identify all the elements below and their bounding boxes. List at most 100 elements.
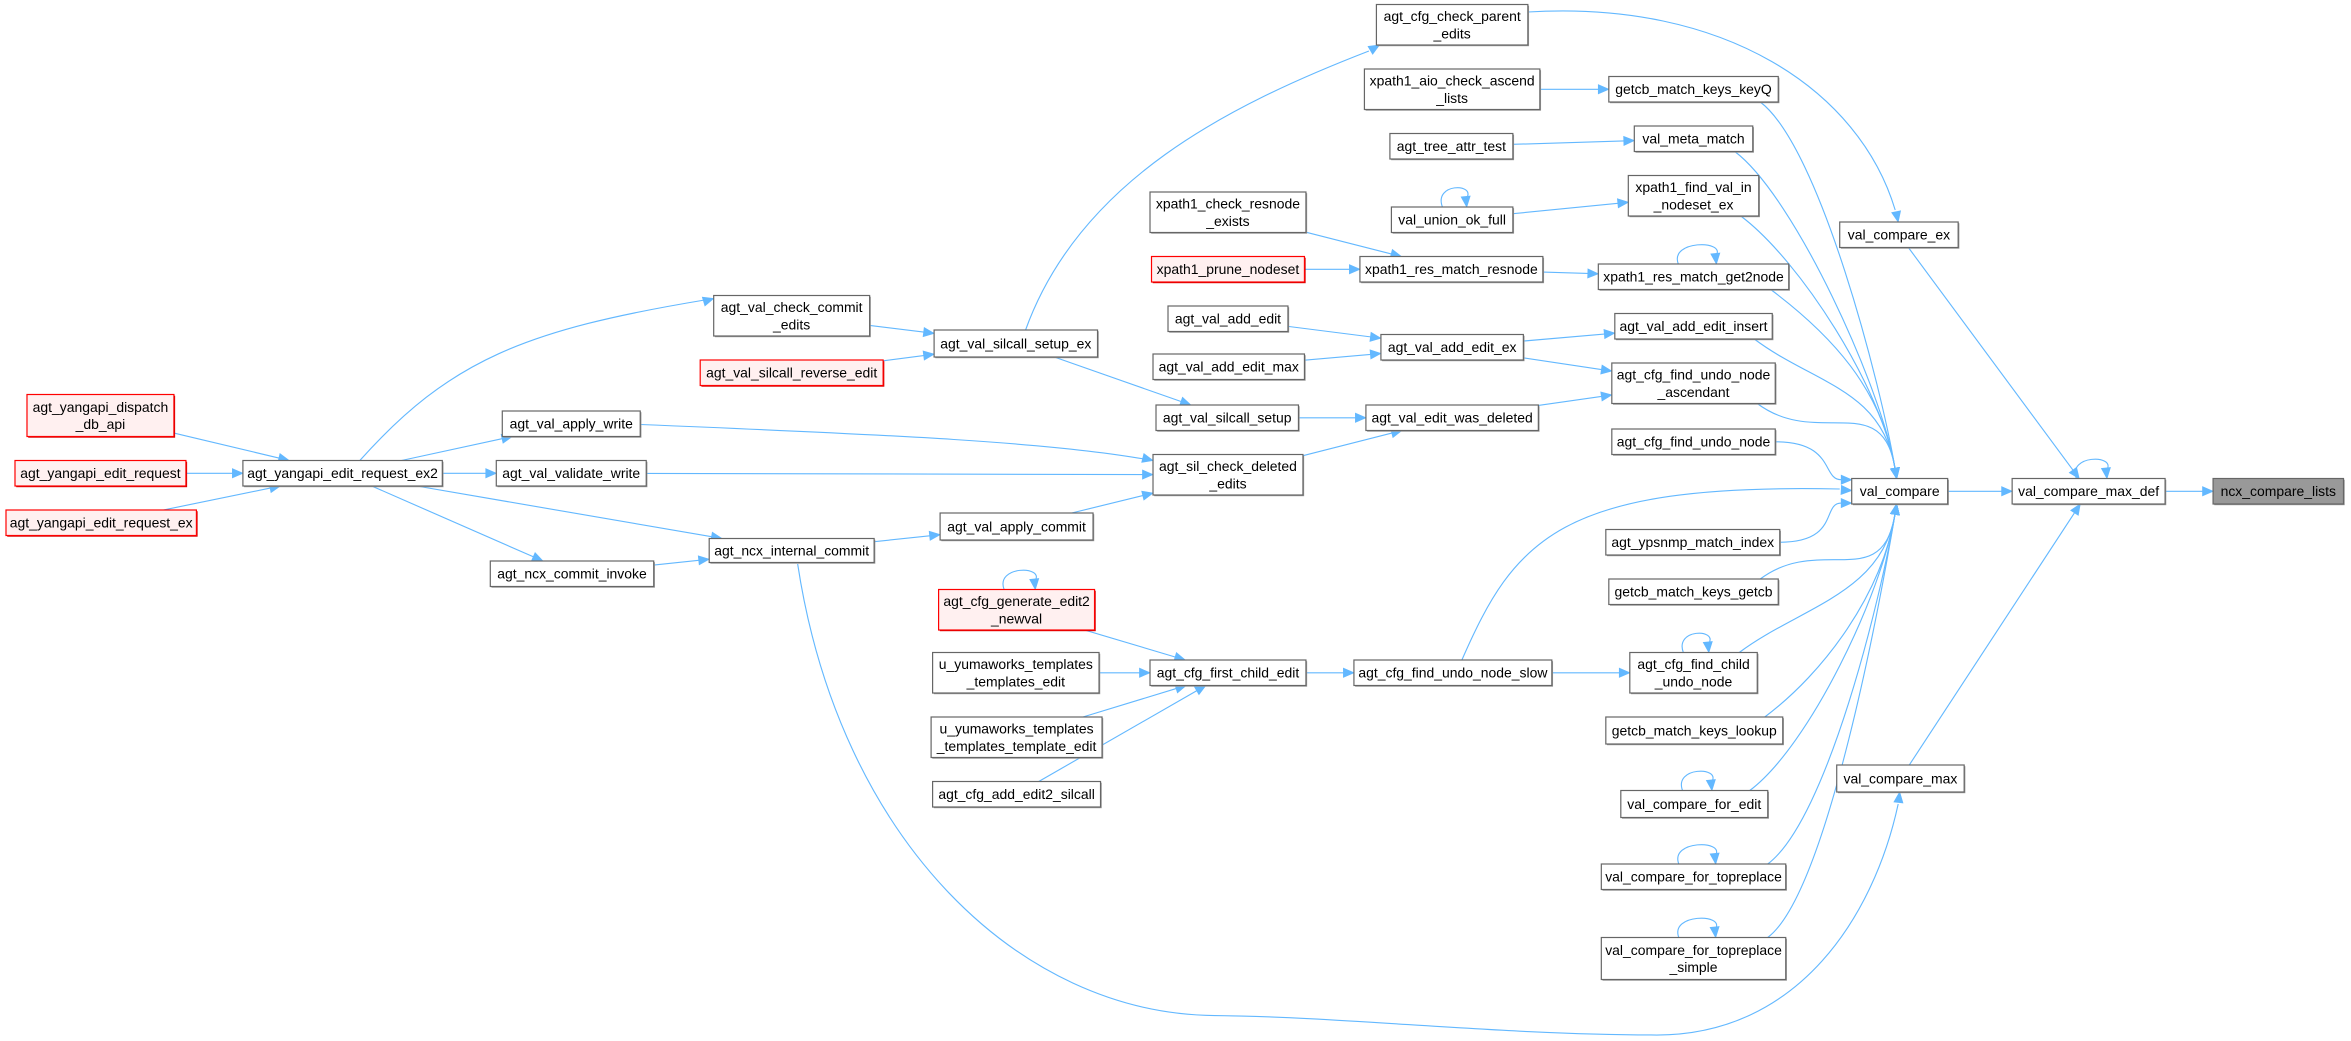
node-label: val_compare — [1860, 483, 1940, 499]
node-val-compare-max-def[interactable]: val_compare_max_def — [2011, 477, 2167, 506]
node-u-yumaworks-templates-templates-template-edit[interactable]: u_yumaworks_templates_templates_template… — [930, 716, 1104, 759]
node-ncx-compare-lists[interactable]: ncx_compare_lists — [2212, 477, 2345, 506]
node-agt-val-silcall-reverse-edit[interactable]: agt_val_silcall_reverse_edit — [699, 359, 885, 387]
node-box — [708, 537, 875, 564]
node-box — [1380, 333, 1524, 361]
node-xpath1-find-val-in-nodeset-ex[interactable]: xpath1_find_val_in_nodeset_ex — [1627, 174, 1760, 218]
node-box — [489, 560, 655, 588]
node-getcb-match-keys-getcb[interactable]: getcb_match_keys_getcb — [1608, 578, 1780, 606]
edge-agt_yangapi_edit_request_ex2-to-agt_ncx_commit_invoke — [371, 485, 534, 558]
arrowhead-icon — [2202, 486, 2215, 497]
node-getcb-match-keys-lookup[interactable]: getcb_match_keys_lookup — [1605, 716, 1784, 746]
node-agt-ncx-commit-invoke[interactable]: agt_ncx_commit_invoke — [489, 560, 655, 588]
node-box — [1611, 428, 1776, 456]
arrowhead-icon — [1343, 667, 1355, 678]
node-box — [932, 780, 1102, 808]
node-xpath1-res-match-get2node[interactable]: xpath1_res_match_get2node — [1597, 263, 1790, 291]
node-agt-val-silcall-setup[interactable]: agt_val_silcall_setup — [1155, 404, 1300, 432]
arrowhead-icon — [1840, 498, 1853, 509]
edge-agt_cfg_find_child_undo_node-to-val_compare — [1738, 514, 1896, 653]
node-label: val_compare_max_def — [2018, 483, 2159, 499]
node-label: agt_val_add_edit_max — [1159, 359, 1299, 375]
node-label: agt_cfg_generate_edit2 — [943, 593, 1090, 609]
node-xpath1-check-resnode-exists[interactable]: xpath1_check_resnode_exists — [1149, 191, 1308, 234]
node-getcb-match-keys-keyQ[interactable]: getcb_match_keys_keyQ — [1608, 75, 1780, 104]
node-val-compare-for-topreplace[interactable]: val_compare_for_topreplace — [1600, 863, 1787, 891]
node-box — [1605, 716, 1784, 745]
edge-agt_cfg_check_parent_edits-to-val_compare_ex — [1527, 10, 1896, 211]
node-val-union-ok-full[interactable]: val_union_ok_full — [1390, 206, 1515, 234]
node-label: xpath1_res_match_get2node — [1603, 269, 1784, 285]
node-xpath1-prune-nodeset[interactable]: xpath1_prune_nodeset — [1150, 255, 1306, 284]
node-label: ncx_compare_lists — [2221, 483, 2336, 499]
arrowhead-icon — [1891, 210, 1902, 223]
node-label: xpath1_prune_nodeset — [1157, 261, 1300, 277]
arrowhead-icon — [1142, 469, 1154, 480]
node-agt-cfg-first-child-edit[interactable]: agt_cfg_first_child_edit — [1149, 659, 1308, 687]
node-agt-ypsnmp-match-index[interactable]: agt_ypsnmp_match_index — [1605, 528, 1781, 557]
node-xpath1-res-match-resnode[interactable]: xpath1_res_match_resnode — [1359, 255, 1545, 284]
arrowhead-icon — [1893, 791, 1904, 804]
node-label: agt_val_silcall_setup — [1163, 410, 1292, 426]
node-label: _ascendant — [1656, 384, 1729, 400]
node-agt-cfg-add-edit2-silcall[interactable]: agt_cfg_add_edit2_silcall — [932, 780, 1102, 809]
node-box — [1375, 3, 1529, 46]
node-agt-cfg-find-undo-node-slow[interactable]: agt_cfg_find_undo_node_slow — [1353, 659, 1554, 687]
node-agt-ncx-internal-commit[interactable]: agt_ncx_internal_commit — [708, 537, 876, 564]
arrowhead-icon — [1141, 490, 1154, 501]
node-box — [1608, 578, 1779, 606]
node-u-yumaworks-templates-templates-edit[interactable]: u_yumaworks_templates_templates_edit — [932, 651, 1101, 695]
node-label: getcb_match_keys_keyQ — [1615, 81, 1772, 97]
node-agt-cfg-find-child-undo-node[interactable]: agt_cfg_find_child_undo_node — [1629, 651, 1759, 695]
edge-agt_yangapi_edit_request_ex2-to-agt_ncx_internal_commit — [416, 485, 712, 538]
node-box — [1359, 255, 1544, 283]
node-label: agt_yangapi_edit_request_ex — [10, 515, 193, 531]
node-agt-sil-check-deleted-edits[interactable]: agt_sil_check_deleted_edits — [1152, 453, 1305, 497]
node-agt-yangapi-edit-request-ex2[interactable]: agt_yangapi_edit_request_ex2 — [242, 459, 444, 488]
node-agt-val-validate-write[interactable]: agt_val_validate_write — [495, 459, 648, 488]
node-label: _newval — [990, 610, 1042, 626]
node-agt-val-add-edit[interactable]: agt_val_add_edit — [1167, 305, 1290, 333]
node-agt-val-add-edit-insert[interactable]: agt_val_add_edit_insert — [1614, 312, 1774, 341]
node-label: _lists — [1435, 90, 1468, 106]
arrowhead-icon — [1367, 44, 1381, 55]
node-box — [1597, 263, 1790, 291]
node-val-compare-ex[interactable]: val_compare_ex — [1839, 221, 1960, 249]
edge-agt_cfg_find_undo_node_slow-to-val_compare — [1461, 488, 1840, 661]
node-box — [1150, 255, 1306, 283]
node-agt-yangapi-edit-request[interactable]: agt_yangapi_edit_request — [14, 459, 188, 488]
node-val-compare-for-edit[interactable]: val_compare_for_edit — [1620, 789, 1769, 819]
node-agt-val-edit-was-deleted[interactable]: agt_val_edit_was_deleted — [1365, 404, 1540, 432]
node-agt-cfg-find-undo-node-ascendant[interactable]: agt_cfg_find_undo_node_ascendant — [1611, 362, 1777, 405]
node-label: agt_yangapi_edit_request — [20, 465, 181, 481]
node-agt-val-add-edit-ex[interactable]: agt_val_add_edit_ex — [1380, 333, 1525, 362]
node-agt-val-apply-commit[interactable]: agt_val_apply_commit — [939, 512, 1095, 542]
node-box — [2212, 477, 2345, 505]
node-box — [1152, 453, 1304, 496]
node-box — [1614, 312, 1773, 340]
node-box — [699, 359, 884, 387]
node-agt-val-silcall-setup-ex[interactable]: agt_val_silcall_setup_ex — [933, 329, 1099, 359]
node-agt-val-check-commit-edits[interactable]: agt_val_check_commit_edits — [713, 294, 871, 338]
node-agt-yangapi-dispatch-db-api[interactable]: agt_yangapi_dispatch_db_api — [26, 393, 176, 438]
node-box — [1839, 221, 1959, 249]
node-box — [932, 651, 1100, 694]
node-label: agt_sil_check_deleted — [1159, 458, 1297, 474]
node-agt-cfg-check-parent-edits[interactable]: agt_cfg_check_parent_edits — [1375, 3, 1530, 47]
node-agt-val-add-edit-max[interactable]: agt_val_add_edit_max — [1152, 353, 1306, 381]
edge-agt_val_silcall_setup_ex-to-agt_cfg_check_parent_edits — [1025, 50, 1370, 331]
node-agt-yangapi-edit-request-ex[interactable]: agt_yangapi_edit_request_ex — [5, 509, 198, 537]
node-val-compare[interactable]: val_compare — [1851, 477, 1949, 506]
node-agt-tree-attr-test[interactable]: agt_tree_attr_test — [1389, 132, 1515, 161]
node-agt-cfg-find-undo-node[interactable]: agt_cfg_find_undo_node — [1611, 428, 1777, 456]
edge-val_compare_for_topreplace-to-val_compare — [1767, 514, 1896, 865]
node-label: agt_tree_attr_test — [1397, 138, 1506, 154]
node-val-meta-match[interactable]: val_meta_match — [1633, 125, 1754, 153]
arrowhead-icon — [1355, 412, 1367, 423]
node-agt-cfg-generate-edit2-newval[interactable]: agt_cfg_generate_edit2_newval — [938, 588, 1096, 632]
node-val-compare-for-topreplace-simple[interactable]: val_compare_for_topreplace_simple — [1600, 936, 1787, 981]
node-xpath1-aio-check-ascend-lists[interactable]: xpath1_aio_check_ascend_lists — [1363, 68, 1542, 111]
node-val-compare-max[interactable]: val_compare_max — [1836, 764, 1966, 794]
node-agt-val-apply-write[interactable]: agt_val_apply_write — [501, 410, 642, 438]
